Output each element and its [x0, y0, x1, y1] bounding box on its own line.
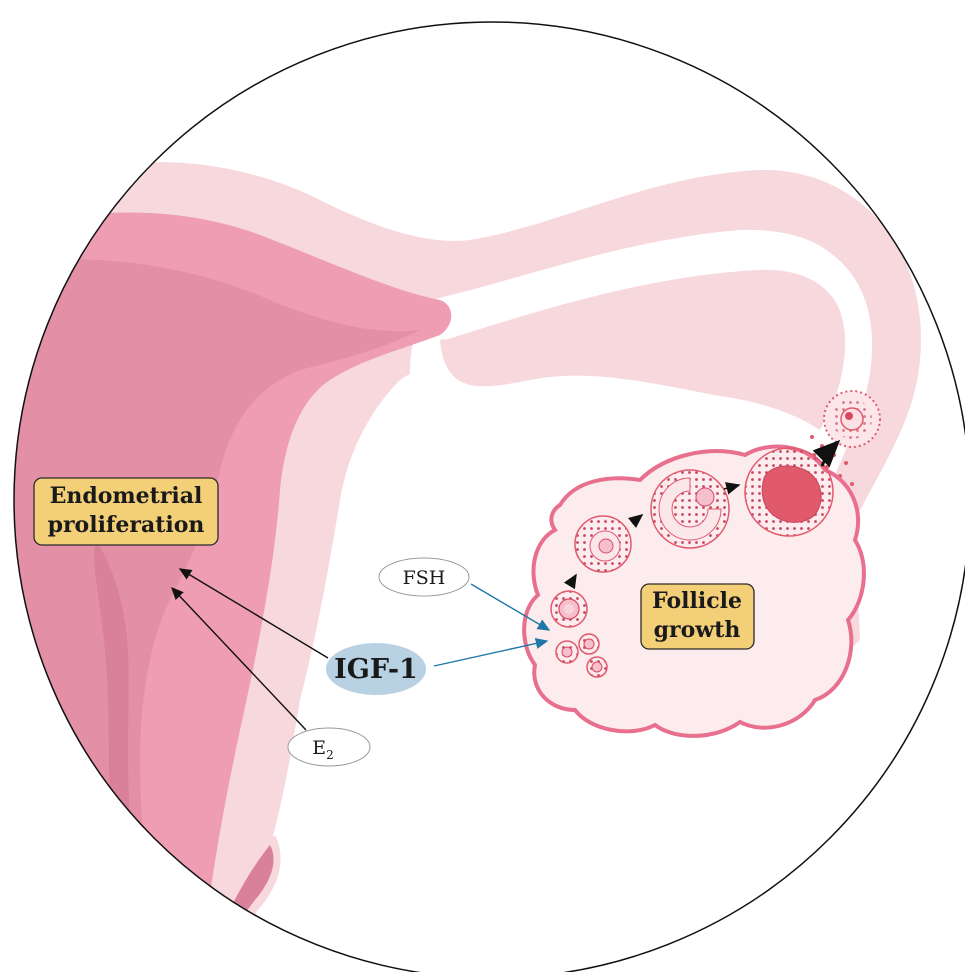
follicle-label-line2: growth [654, 617, 741, 643]
e2-node: E2 [288, 728, 370, 766]
follicle-secondary [575, 516, 631, 572]
follicle-primordial-1 [556, 641, 578, 663]
fsh-label: FSH [403, 567, 446, 589]
fsh-node: FSH [379, 558, 469, 596]
follicle-preovulatory [745, 448, 833, 536]
endometrial-label-line2: proliferation [48, 512, 205, 538]
e2-subscript: 2 [326, 748, 334, 762]
endometrial-proliferation-label: Endometrial proliferation [34, 478, 218, 545]
igf1-node: IGF-1 [326, 643, 426, 695]
follicle-primordial-2 [579, 634, 599, 654]
follicle-label-line1: Follicle [652, 588, 742, 614]
e2-base: E [312, 737, 326, 759]
igf1-label: IGF-1 [334, 654, 418, 685]
follicle-primary [551, 591, 587, 627]
follicle-antral [651, 470, 729, 548]
follicle-primordial-3 [587, 657, 607, 677]
follicle-growth-label: Follicle growth [641, 584, 754, 649]
endometrial-label-line1: Endometrial [50, 483, 203, 509]
released-oocyte [824, 391, 880, 447]
